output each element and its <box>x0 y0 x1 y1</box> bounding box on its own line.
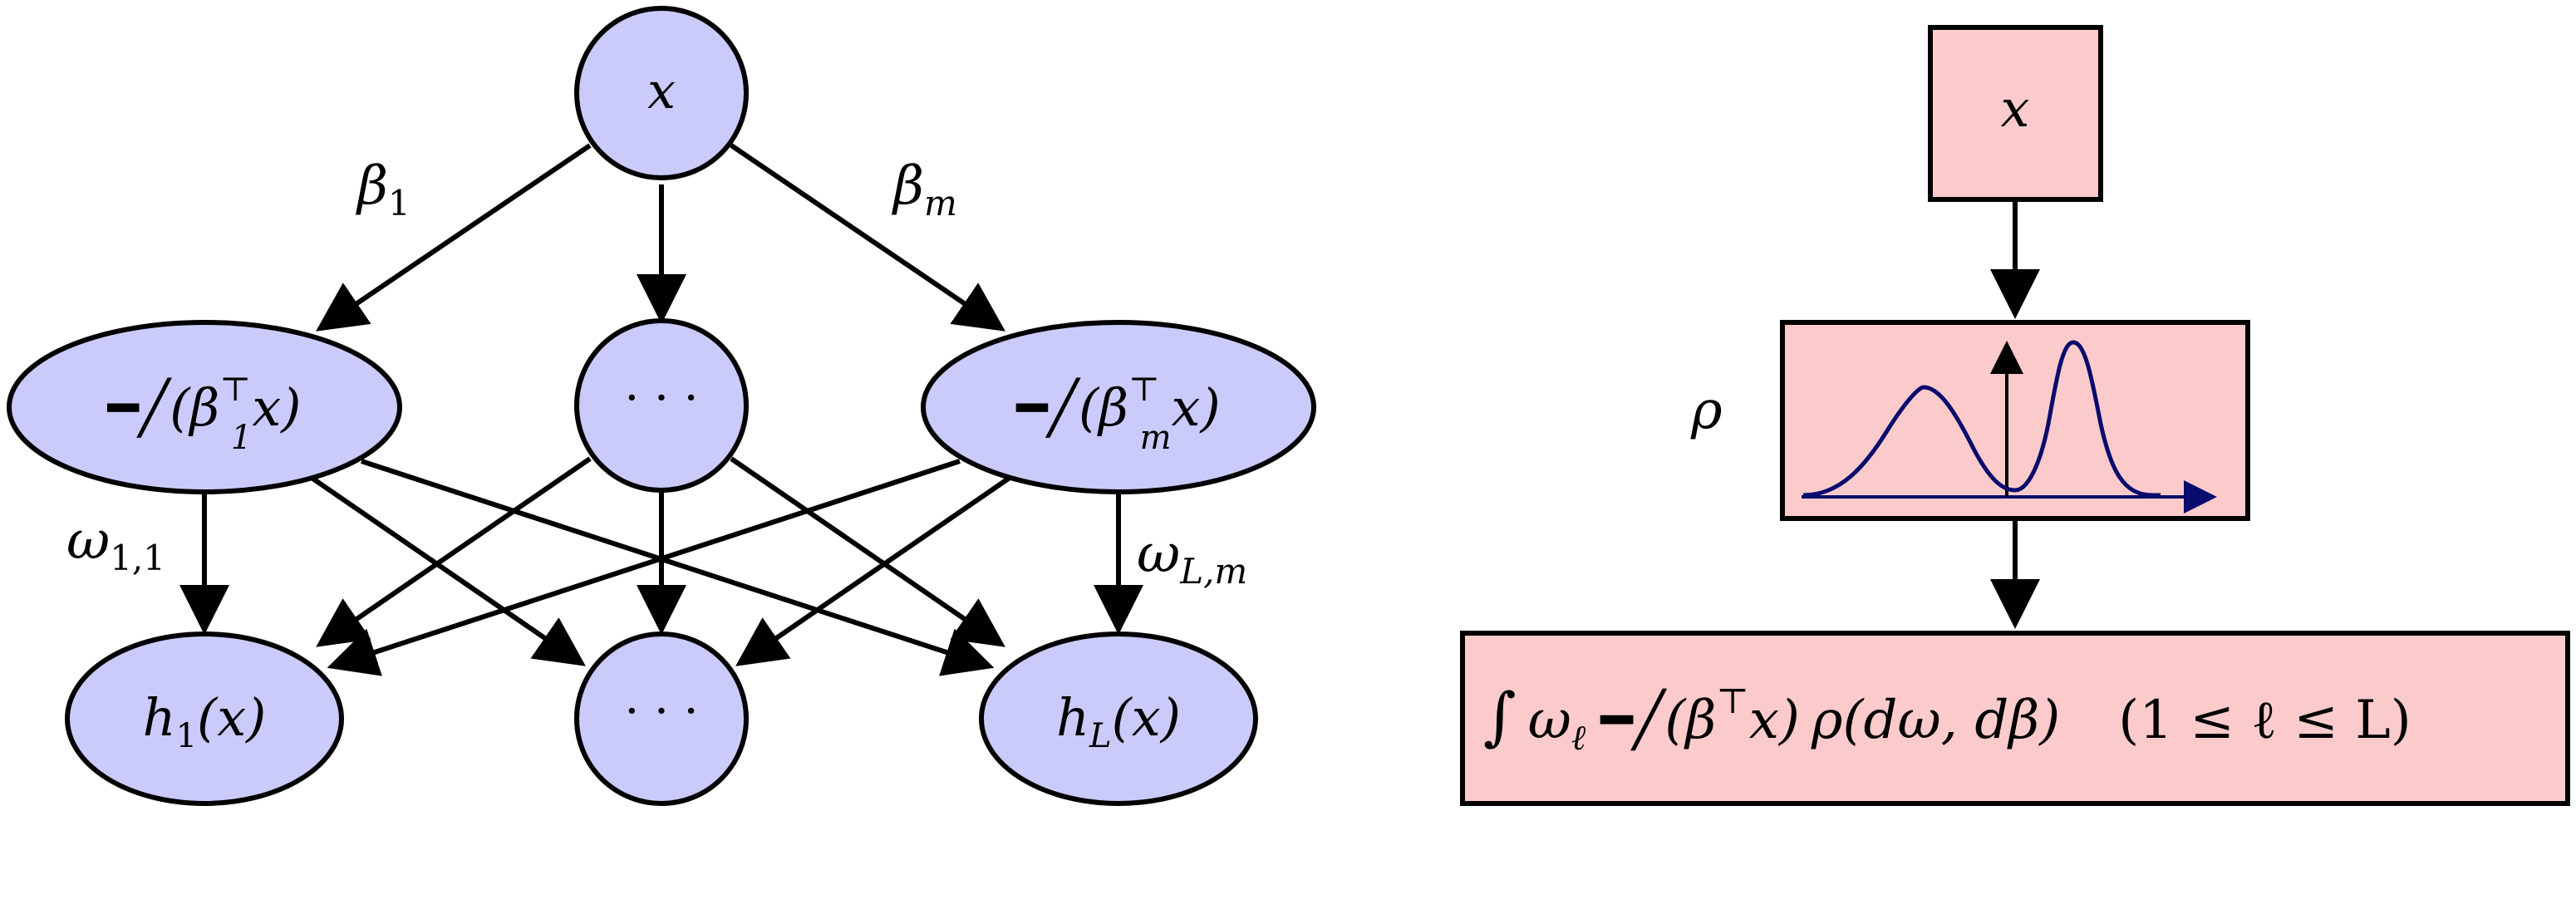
edge-label-beta-1: β1 <box>356 155 410 224</box>
edge-h2-to-o3 <box>730 456 1005 647</box>
edge-h2-to-o1 <box>316 456 592 647</box>
hidden-ellipsis-label: · · · <box>624 371 698 425</box>
edge-label-beta-m: βm <box>892 155 957 224</box>
output-node-L: hL(x) <box>979 631 1258 806</box>
hidden-node-m-label: ━╱(β⊤mx) <box>1015 371 1220 457</box>
edge-h3-to-o1 <box>327 459 961 676</box>
rho-label: ρ <box>1690 380 1723 441</box>
edge-label-omega-L-m: ωL,m <box>1137 523 1247 592</box>
input-box-label: x <box>2001 78 2030 139</box>
relu-glyph: ━╱ <box>1015 377 1081 438</box>
edge-x-to-hidden-m <box>730 143 1005 332</box>
edge-h1-to-o3 <box>361 459 995 676</box>
input-box: x <box>1928 25 2103 202</box>
output-ellipsis-label: · · · <box>624 685 698 739</box>
edge-x-to-hidden-1 <box>316 143 592 332</box>
hidden-node-ellipsis: · · · <box>574 318 749 493</box>
density-box <box>1780 320 2250 521</box>
hidden-node-1-label: ━╱(β⊤1x) <box>107 371 302 457</box>
neural-network-diagram: x ━╱(β⊤1x) · · · ━╱(β⊤mx) h1(x) <box>7 6 1316 806</box>
edge-h3-to-o2 <box>735 475 1011 666</box>
hidden-to-output-edges <box>179 456 1143 676</box>
input-node: x <box>574 6 749 180</box>
output-node-ellipsis: · · · <box>574 631 749 806</box>
mean-field-model-diagram: x ρ ∫ωℓ━╱(β⊤x)ρ(dω, dβ)(1 ≤ ℓ ≤ L) <box>1460 25 2570 806</box>
relu-glyph: ━╱ <box>107 377 173 438</box>
edge-label-omega-1-1: ω1,1 <box>66 510 165 578</box>
input-node-label: x <box>647 62 676 120</box>
output-node-1: h1(x) <box>65 631 344 806</box>
input-to-hidden-edges <box>316 143 1005 332</box>
output-box: ∫ωℓ━╱(β⊤x)ρ(dω, dβ)(1 ≤ ℓ ≤ L) <box>1460 631 2570 806</box>
density-curve <box>1802 340 2161 498</box>
output-node-1-label: h1(x) <box>143 687 267 755</box>
bimodal-density-plot-icon <box>1802 340 2217 514</box>
relu-glyph: ━╱ <box>1600 688 1668 751</box>
edge-h1-to-o2 <box>310 475 586 666</box>
hidden-node-m: ━╱(β⊤mx) <box>921 320 1316 494</box>
output-node-L-label: hL(x) <box>1056 687 1181 755</box>
hidden-node-1: ━╱(β⊤1x) <box>7 320 402 494</box>
output-box-formula: ∫ωℓ━╱(β⊤x)ρ(dω, dβ)(1 ≤ ℓ ≤ L) <box>1483 679 2411 758</box>
